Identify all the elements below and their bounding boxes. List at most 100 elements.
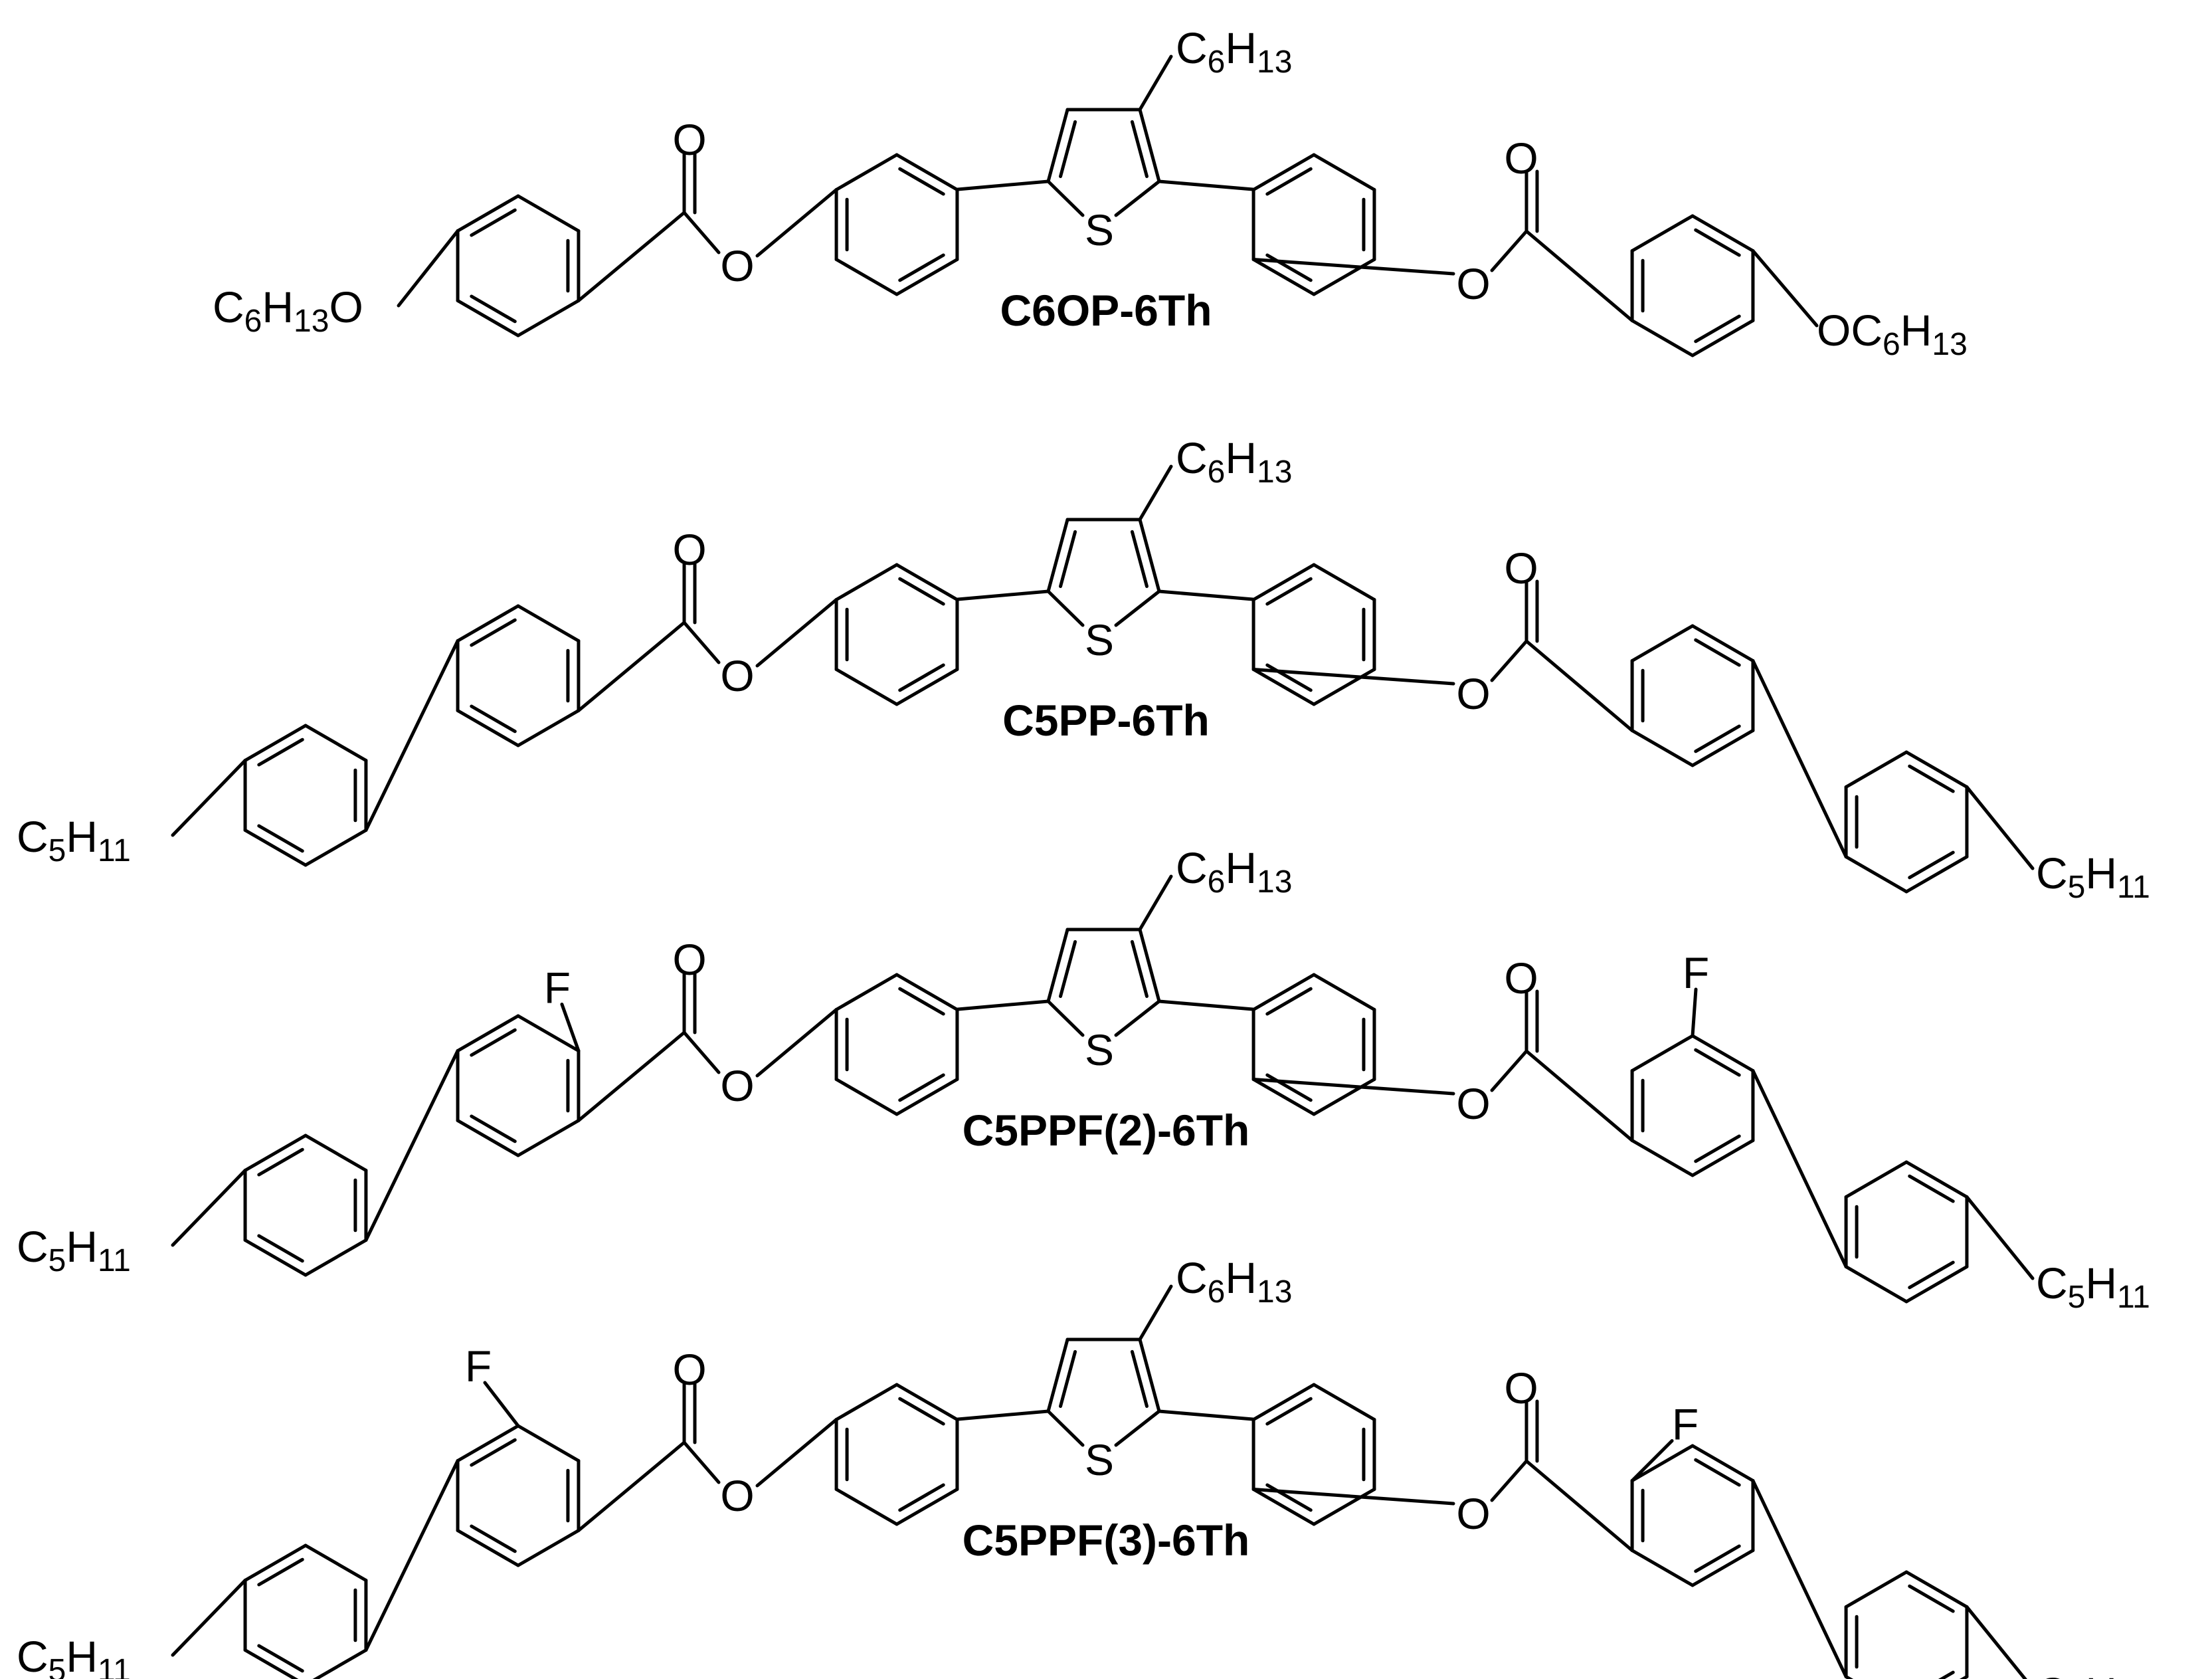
double-bond-inner <box>898 253 945 282</box>
compound-label: C5PP-6Th <box>1002 696 1210 745</box>
fluorine-right: F <box>1683 948 1709 997</box>
biphenyl-bond-right <box>1751 1479 1848 1678</box>
ring-bond <box>243 724 308 762</box>
ring-bond <box>1312 668 1376 706</box>
ring-bond <box>1630 319 1695 357</box>
bond <box>956 999 1050 1011</box>
ring-bond <box>1630 1549 1695 1587</box>
double-bond-inner <box>1265 253 1313 282</box>
ester-oxygen-left: O <box>720 1061 754 1110</box>
ring-bond <box>1312 563 1376 601</box>
ring-bond <box>1251 973 1316 1011</box>
ring-bond <box>516 604 581 642</box>
ester-oxygen-right: O <box>1456 1489 1490 1538</box>
double-bond-inner <box>470 294 517 324</box>
bond <box>956 1409 1050 1421</box>
left-terminal-label: C5H11 <box>17 812 131 868</box>
ring-bond <box>243 1134 308 1172</box>
ring-bond <box>1844 1570 1908 1609</box>
bond <box>1046 108 1069 183</box>
bond <box>577 1031 686 1122</box>
compound-label: C6OP-6Th <box>1000 286 1212 335</box>
ring-bond <box>304 1238 368 1277</box>
ring-bond <box>456 709 520 747</box>
double-bond-inner <box>257 1644 304 1673</box>
ring-bond <box>456 194 520 233</box>
ring-bond <box>1844 1675 1854 1679</box>
bond <box>1138 1337 1161 1413</box>
ring-bond <box>895 668 959 706</box>
ring-bond <box>1904 1265 1969 1304</box>
ring-bond <box>1312 1488 1376 1526</box>
ring-bond <box>1691 319 1755 357</box>
bond <box>1114 999 1161 1037</box>
ester-oxygen-right: O <box>1456 1079 1490 1128</box>
double-bond-inner <box>1908 1174 1955 1203</box>
ring-bond <box>456 1119 520 1157</box>
biphenyl-bond-left <box>364 639 460 832</box>
ring-bond <box>516 1424 581 1462</box>
double-bond-inner <box>1908 1260 1955 1290</box>
double-bond-inner <box>1908 1584 1955 1613</box>
double-bond-inner <box>257 738 304 767</box>
biphenyl-bond-right <box>1751 659 1848 858</box>
compound-label: C5PPF(2)-6Th <box>963 1106 1250 1155</box>
bond <box>1046 1337 1069 1413</box>
bond <box>577 1440 686 1532</box>
biphenyl-bond-left <box>364 1049 460 1242</box>
double-bond-inner <box>1694 724 1741 753</box>
side-chain-bond <box>1138 874 1173 932</box>
double-bond-inner <box>1694 314 1741 344</box>
left-terminal-label: C5H11 <box>17 1632 131 1679</box>
double-bond-inner <box>1908 850 1955 880</box>
ring-bond <box>1691 1139 1755 1177</box>
double-bond-inner <box>470 618 517 647</box>
ring-bond <box>456 604 520 642</box>
bond <box>1138 108 1161 183</box>
double-bond-inner <box>1694 228 1741 257</box>
ring-bond <box>834 668 899 706</box>
bond <box>1138 928 1161 1003</box>
double-bond-inner <box>898 577 945 606</box>
sulfur-atom: S <box>1085 1025 1114 1074</box>
double-bond-inner <box>898 663 945 692</box>
bond <box>1046 928 1069 1003</box>
ring-bond <box>304 829 368 867</box>
bond <box>1157 999 1255 1011</box>
bond <box>171 759 247 837</box>
bond <box>1046 589 1085 627</box>
bond <box>1114 179 1161 217</box>
bond <box>1046 1409 1085 1447</box>
double-bond-inner <box>1265 663 1313 692</box>
ring-bond <box>834 153 899 191</box>
side-chain-bond <box>1138 1284 1173 1341</box>
double-bond-inner <box>470 1114 517 1143</box>
double-bond-inner <box>1059 939 1077 999</box>
bond <box>1524 1459 1634 1552</box>
ring-bond <box>456 1424 520 1462</box>
bond <box>577 211 686 302</box>
ring-bond <box>516 1119 581 1157</box>
bond <box>1157 589 1255 601</box>
ring-bond <box>516 299 581 338</box>
bond <box>956 589 1050 601</box>
bond <box>1751 249 1819 328</box>
bond <box>1490 1049 1528 1092</box>
double-bond-inner <box>898 987 945 1016</box>
ester-oxygen-right: O <box>1456 669 1490 718</box>
ring-bond <box>1959 1675 1969 1679</box>
sulfur-atom: S <box>1085 1435 1114 1484</box>
double-bond-inner <box>898 1483 945 1512</box>
ring-bond <box>895 1488 959 1526</box>
right-terminal-label: C5H11 <box>2036 1668 2150 1679</box>
bond <box>755 598 838 668</box>
ring-bond <box>1844 1265 1908 1304</box>
right-terminal-label: C5H11 <box>2036 1258 2150 1315</box>
double-bond-inner <box>1938 1670 1955 1679</box>
ring-bond <box>1691 729 1755 767</box>
ring-bond <box>1251 1488 1316 1526</box>
ring-bond <box>1312 1078 1376 1116</box>
sulfur-atom: S <box>1085 615 1114 664</box>
bond <box>1524 229 1634 322</box>
